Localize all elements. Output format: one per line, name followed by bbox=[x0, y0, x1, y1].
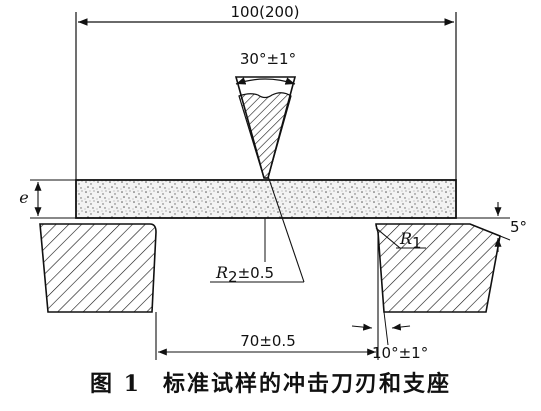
slope-label: 5° bbox=[510, 218, 527, 236]
support-angle-dimension: 10°±1° bbox=[351, 311, 428, 362]
figure-caption: 图 1 标准试样的冲击刀刃和支座 bbox=[0, 366, 541, 406]
figure-number: 图 1 bbox=[90, 371, 141, 397]
thickness-label: e bbox=[19, 188, 28, 207]
knife-angle-label: 30°±1° bbox=[240, 50, 296, 68]
figure-title: 标准试样的冲击刀刃和支座 bbox=[162, 371, 451, 397]
striker-knife: 30°±1° bbox=[234, 50, 296, 179]
specimen bbox=[75, 179, 457, 219]
support-radius-callout: R1 bbox=[375, 227, 426, 252]
tip-radius-callout: R2±0.5 bbox=[210, 175, 305, 286]
support-angle-label: 10°±1° bbox=[372, 344, 428, 362]
tip-radius-label: R2±0.5 bbox=[215, 263, 274, 286]
slope-dimension: 5° bbox=[456, 202, 527, 252]
span-label: 70±0.5 bbox=[240, 332, 296, 350]
right-support bbox=[375, 223, 501, 313]
thickness-dimension: e bbox=[19, 179, 76, 219]
support-radius-label: R1 bbox=[399, 229, 422, 252]
left-support bbox=[39, 223, 157, 313]
span-dimension: 70±0.5 bbox=[155, 232, 379, 360]
total-width-label: 100(200) bbox=[231, 3, 300, 21]
width-dimension: 100(200) bbox=[75, 3, 457, 180]
